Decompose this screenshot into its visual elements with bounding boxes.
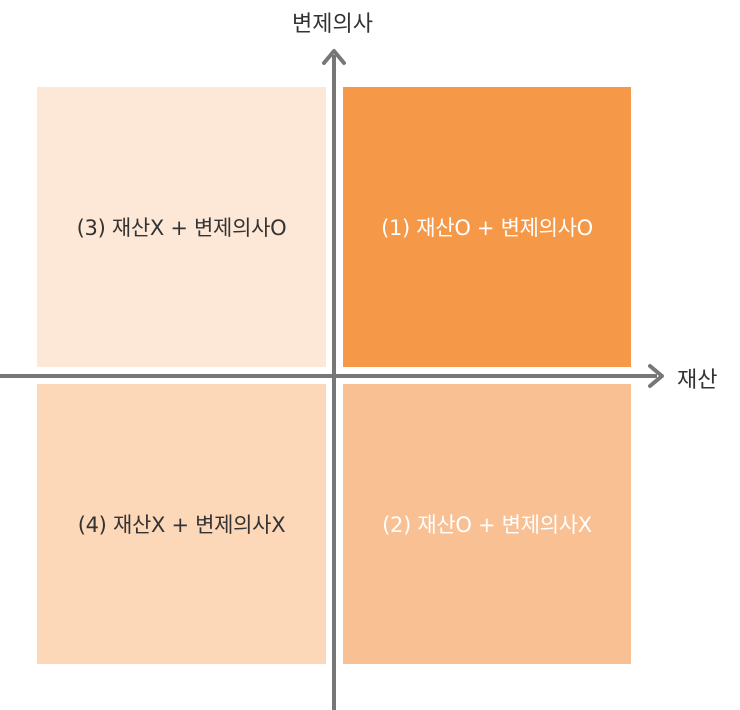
quadrant-2-label: (2) 재산O + 변제의사X	[382, 513, 592, 537]
quadrant-4-label: (4) 재산X + 변제의사X	[77, 513, 286, 537]
y-axis-label: 변제의사	[292, 12, 373, 37]
x-axis-label: 재산	[677, 368, 718, 393]
quadrant-2: (2) 재산O + 변제의사X	[343, 384, 631, 664]
quadrant-3: (3) 재산X + 변제의사O	[37, 87, 326, 367]
horizontal-axis-arrowhead	[648, 364, 664, 388]
quadrant-1: (1) 재산O + 변제의사O	[343, 87, 631, 367]
quadrant-3-label: (3) 재산X + 변제의사O	[76, 216, 287, 240]
vertical-axis-arrowhead	[322, 49, 346, 65]
quadrant-1-label: (1) 재산O + 변제의사O	[381, 216, 593, 240]
quadrant-4: (4) 재산X + 변제의사X	[37, 384, 326, 664]
